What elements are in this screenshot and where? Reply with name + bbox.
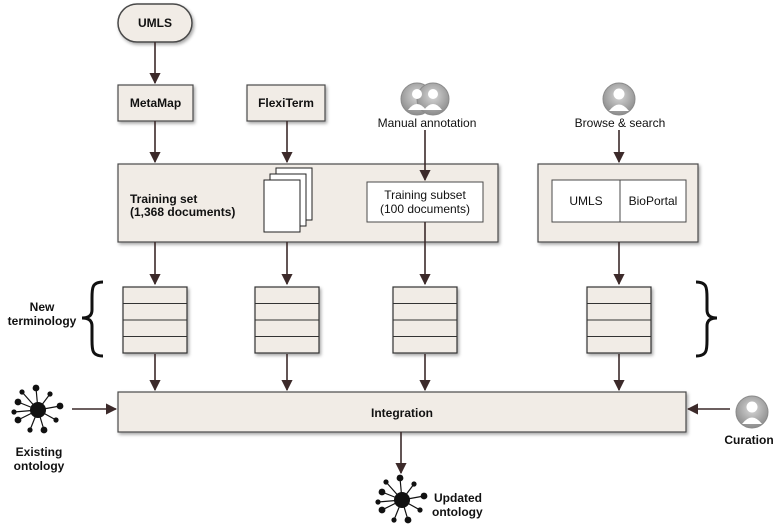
- term-table-icon: [254, 286, 320, 354]
- browse-search-label: Browse & search: [574, 116, 666, 130]
- network-icon: [375, 474, 428, 524]
- person-icon: [735, 395, 769, 429]
- existing-ontology-label-2: ontology: [13, 459, 65, 473]
- updated-ontology-label-2: ontology: [432, 505, 483, 519]
- manual-annotation-label: Manual annotation: [377, 116, 477, 130]
- existing-ontology-label-1: Existing: [15, 445, 63, 459]
- term-table-icon: [392, 286, 458, 354]
- metamap-box: [117, 84, 194, 122]
- brace-icon: [695, 280, 718, 358]
- new-terminology-label-2: terminology: [7, 314, 77, 328]
- person-icon: [602, 82, 636, 116]
- new-terminology-label-1: New: [29, 300, 55, 314]
- network-icon: [11, 384, 64, 434]
- term-table-icon: [586, 286, 652, 354]
- curation-label: Curation: [724, 433, 774, 447]
- umls-option: UMLS: [569, 194, 603, 208]
- document-stack-icon: [263, 167, 313, 233]
- term-table-icon: [122, 286, 188, 354]
- flexiterm-box: [246, 84, 326, 122]
- training-subset-label: Training subset: [384, 188, 466, 202]
- umls-source-label: UMLS: [138, 16, 172, 30]
- arrow-icon: [72, 42, 730, 475]
- flexiterm-label: FlexiTerm: [258, 96, 314, 110]
- training-subset-count: (100 documents): [379, 202, 471, 216]
- people-icon: [400, 82, 450, 116]
- training-set-label: Training set: [130, 192, 198, 206]
- integration-label: Integration: [371, 406, 433, 420]
- metamap-label: MetaMap: [129, 96, 182, 110]
- training-set-count: (1,368 documents): [130, 205, 236, 219]
- brace-icon: [81, 280, 104, 358]
- updated-ontology-label-1: Updated: [434, 491, 482, 505]
- bioportal-option: BioPortal: [628, 194, 678, 208]
- integration-box: [117, 391, 687, 433]
- umls-bioportal-inner: [551, 179, 687, 223]
